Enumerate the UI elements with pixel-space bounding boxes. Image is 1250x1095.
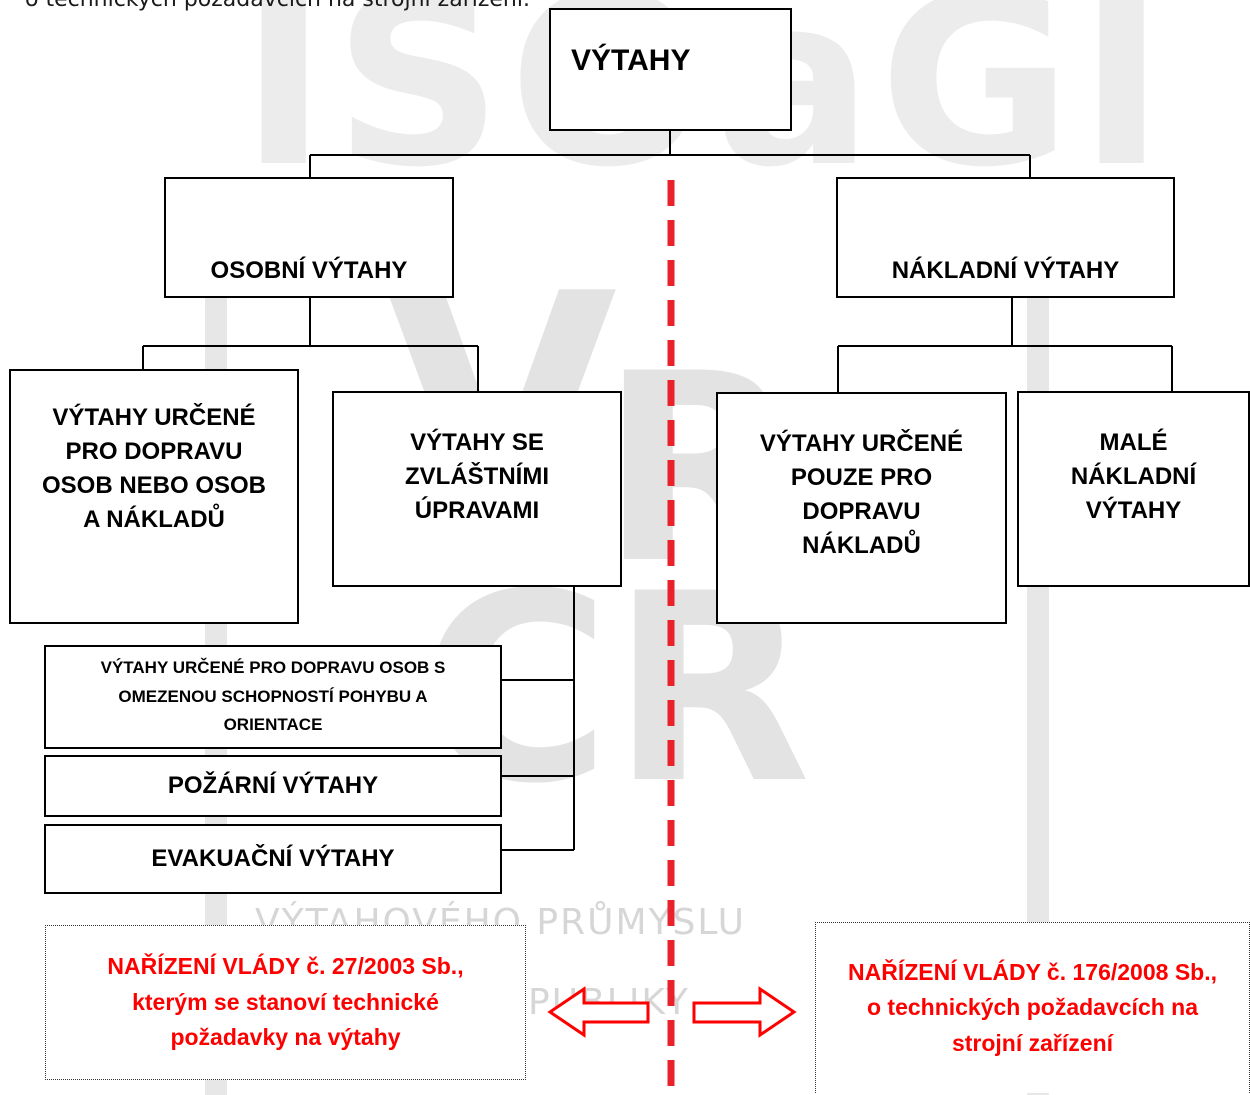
arrow-right-icon bbox=[692, 986, 797, 1038]
special-modifications-box: VÝTAHY SE ZVLÁŠTNÍMI ÚPRAVAMI bbox=[332, 391, 622, 587]
evacuation-lifts-label: EVAKUAČNÍ VÝTAHY bbox=[151, 844, 395, 872]
special-modifications-label: VÝTAHY SE ZVLÁŠTNÍMI ÚPRAVAMI bbox=[405, 429, 549, 525]
personal-lifts-box: OSOBNÍ VÝTAHY bbox=[164, 177, 454, 298]
regulation-lifts-box: NAŘÍZENÍ VLÁDY č. 27/2003 Sb., kterým se… bbox=[45, 925, 526, 1080]
regulation-lifts-text: NAŘÍZENÍ VLÁDY č. 27/2003 Sb., kterým se… bbox=[107, 953, 464, 1051]
persons-and-goods-label: VÝTAHY URČENÉ PRO DOPRAVU OSOB NEBO OSOB… bbox=[41, 404, 267, 534]
regulation-machinery-text: NAŘÍZENÍ VLÁDY č. 176/2008 Sb., o techni… bbox=[848, 958, 1217, 1056]
fire-lifts-label: POŽÁRNÍ VÝTAHY bbox=[167, 771, 379, 799]
small-goods-lifts-box: MALÉ NÁKLADNÍ VÝTAHY bbox=[1017, 391, 1250, 587]
reduced-mobility-box: VÝTAHY URČENÉ PRO DOPRAVU OSOB S OMEZENO… bbox=[44, 645, 502, 749]
arrow-left-icon bbox=[547, 986, 650, 1038]
root-label: VÝTAHY bbox=[571, 44, 691, 77]
goods-only-box: VÝTAHY URČENÉ POUZE PRO DOPRAVU NÁKLADŮ bbox=[716, 392, 1007, 624]
persons-and-goods-box: VÝTAHY URČENÉ PRO DOPRAVU OSOB NEBO OSOB… bbox=[9, 369, 299, 624]
root-box: VÝTAHY bbox=[549, 8, 792, 131]
small-goods-lifts-label: MALÉ NÁKLADNÍ VÝTAHY bbox=[1070, 429, 1197, 525]
header-fragment: o technických požadavcích na strojní zař… bbox=[25, 0, 530, 12]
reduced-mobility-label: VÝTAHY URČENÉ PRO DOPRAVU OSOB S OMEZENO… bbox=[100, 657, 446, 735]
regulation-machinery-box: NAŘÍZENÍ VLÁDY č. 176/2008 Sb., o techni… bbox=[815, 922, 1250, 1093]
goods-lifts-label: NÁKLADNÍ VÝTAHY bbox=[891, 256, 1120, 284]
personal-lifts-label: OSOBNÍ VÝTAHY bbox=[210, 256, 408, 284]
fire-lifts-box: POŽÁRNÍ VÝTAHY bbox=[44, 755, 502, 817]
goods-only-label: VÝTAHY URČENÉ POUZE PRO DOPRAVU NÁKLADŮ bbox=[759, 430, 964, 560]
goods-lifts-box: NÁKLADNÍ VÝTAHY bbox=[836, 177, 1175, 298]
evacuation-lifts-box: EVAKUAČNÍ VÝTAHY bbox=[44, 824, 502, 894]
